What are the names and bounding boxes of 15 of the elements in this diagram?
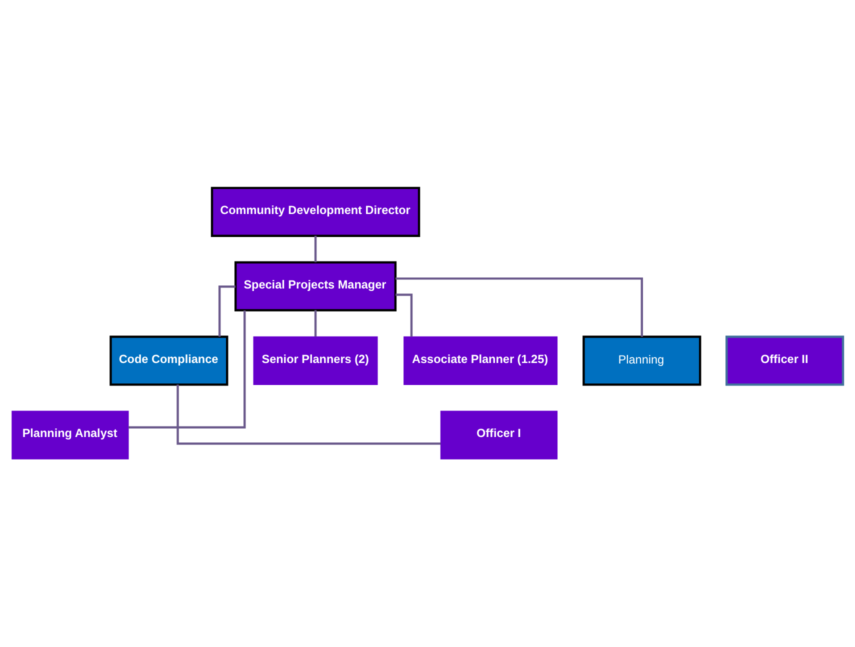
- connector: [396, 294, 413, 337]
- connector: [314, 236, 317, 262]
- node-box: Associate Planner (1.25): [404, 336, 558, 386]
- node-box: Officer I: [440, 410, 558, 460]
- node-box: Planning Analyst: [12, 410, 129, 460]
- connector: [128, 310, 246, 428]
- node-box: Special Projects Manager: [234, 261, 397, 312]
- connector: [396, 277, 643, 337]
- connector: [314, 310, 317, 337]
- node-box: Officer II: [726, 336, 844, 386]
- node-box: Code Compliance: [110, 336, 228, 386]
- node-box: Community Development Director: [210, 186, 420, 237]
- node-box: Senior Planners (2): [253, 336, 378, 386]
- node-box: Planning: [582, 336, 702, 386]
- connector: [176, 384, 441, 445]
